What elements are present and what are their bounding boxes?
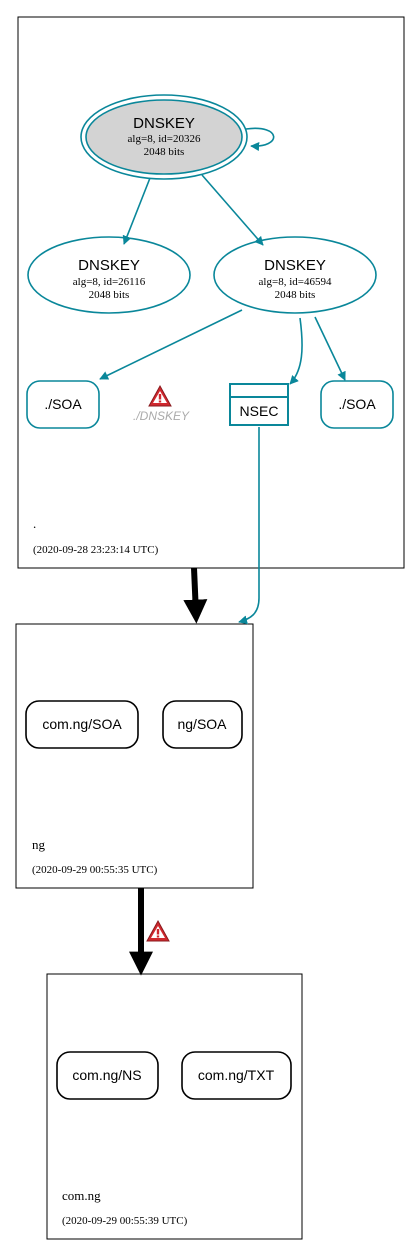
soa-right-label: ./SOA [338, 396, 376, 412]
ng-zone-timestamp: (2020-09-29 00:55:35 UTC) [32, 864, 158, 876]
comng-zone-timestamp: (2020-09-29 00:55:39 UTC) [62, 1215, 188, 1227]
ksk-title: DNSKEY [133, 115, 195, 132]
edge-nsec-ng [238, 427, 260, 625]
ng-rr-comng-soa-label: com.ng/SOA [42, 716, 122, 732]
nsec-label: NSEC [240, 403, 279, 419]
ksk-alg: alg=8, id=20326 [128, 133, 201, 145]
ksk-node[interactable]: DNSKEY alg=8, id=20326 2048 bits [80, 94, 248, 180]
comng-rr-ns-label: com.ng/NS [72, 1067, 141, 1083]
zsk1-title: DNSKEY [78, 257, 140, 274]
edge-zsk2-soa-left [99, 309, 243, 380]
zsk2-node[interactable]: DNSKEY alg=8, id=46594 2048 bits [213, 236, 377, 314]
zone-comng [46, 973, 303, 1240]
ksk-self-signature [245, 127, 275, 152]
zone-ng [15, 623, 254, 889]
root-zone-timestamp: (2020-09-28 23:23:14 UTC) [33, 544, 159, 556]
zsk1-node[interactable]: DNSKEY alg=8, id=26116 2048 bits [27, 236, 191, 314]
root-zone-name: . [33, 516, 36, 531]
zsk2-bits: 2048 bits [275, 289, 316, 301]
warning-icon [146, 919, 170, 942]
nsec-node[interactable]: NSEC [229, 383, 289, 426]
zone-root [17, 16, 405, 569]
ng-rr-ng-soa[interactable]: ng/SOA [162, 700, 243, 749]
warning-icon [148, 384, 172, 407]
zsk1-alg: alg=8, id=26116 [73, 276, 146, 288]
comng-rr-txt-label: com.ng/TXT [198, 1067, 275, 1083]
ng-zone-name: ng [32, 837, 46, 852]
edge-zsk2-soa-right [314, 316, 346, 381]
missing-dnskey-label: ./DNSKEY [133, 409, 190, 423]
zsk2-alg: alg=8, id=46594 [259, 276, 332, 288]
missing-dnskey: ./DNSKEY [133, 384, 190, 423]
edge-zsk2-nsec [289, 317, 303, 385]
soa-right-node[interactable]: ./SOA [320, 380, 394, 429]
delegation-root-ng [183, 567, 208, 624]
zsk1-bits: 2048 bits [89, 289, 130, 301]
zsk2-title: DNSKEY [264, 257, 326, 274]
comng-rr-ns[interactable]: com.ng/NS [56, 1051, 159, 1100]
edge-ksk-zsk2 [201, 174, 264, 246]
ng-rr-comng-soa[interactable]: com.ng/SOA [25, 700, 139, 749]
comng-zone-name: com.ng [62, 1188, 101, 1203]
soa-left-node[interactable]: ./SOA [26, 380, 100, 429]
ksk-bits: 2048 bits [144, 146, 185, 158]
comng-rr-txt[interactable]: com.ng/TXT [181, 1051, 292, 1100]
ng-rr-ng-soa-label: ng/SOA [177, 716, 227, 732]
edge-ksk-zsk1 [122, 177, 151, 245]
soa-left-label: ./SOA [44, 396, 82, 412]
